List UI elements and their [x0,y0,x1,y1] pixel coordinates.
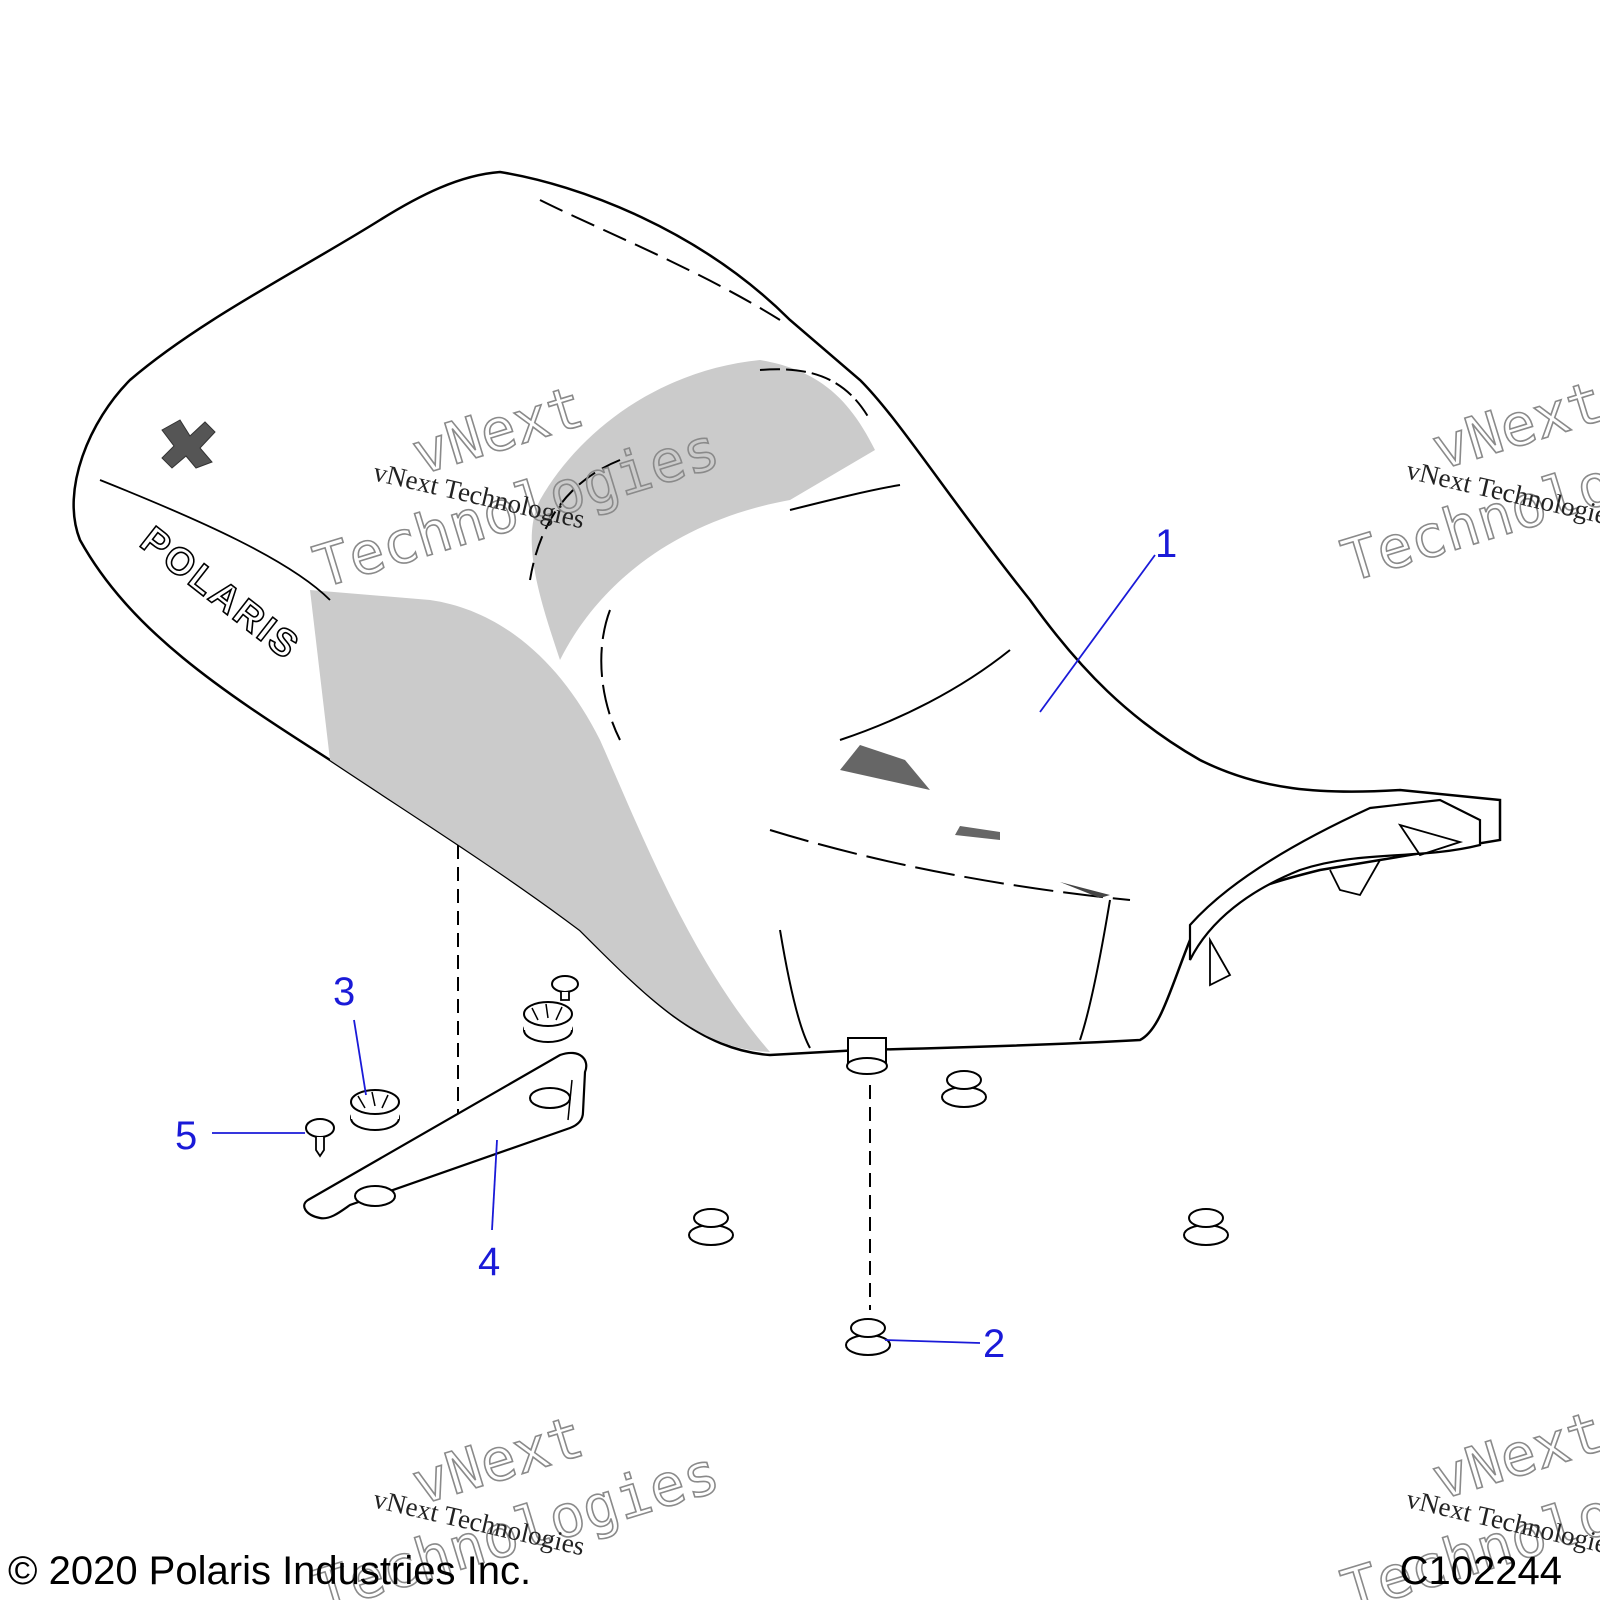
clip-nut [523,1001,573,1043]
seat-dark-patch [955,826,1000,840]
seat-contour [99,479,331,601]
seat-contour [539,199,781,321]
seat-contour [1079,899,1111,1041]
leader-line-1 [1039,554,1156,713]
seat-hollow-shade [531,360,875,660]
seat-contour [529,459,621,581]
callout-3: 3 [333,970,355,1014]
seat-outline [72,170,1502,1057]
seat: POLARIS [72,170,1502,1057]
seat-contour [779,929,811,1049]
grommet [1183,1208,1229,1246]
callout-2: 2 [983,1322,1005,1366]
seat-contour [600,609,621,741]
seat-tail-detail [1209,936,1232,987]
seat-tail-rail [1188,798,1482,961]
seat-contour [839,649,1011,741]
seat-contour [769,829,1131,901]
seat-tail-detail [1329,859,1381,897]
screw [551,975,579,1001]
copyright-text: © 2020 Polaris Industries Inc. [8,1549,532,1593]
callout-4: 4 [478,1240,500,1284]
clip-nut [350,1089,400,1131]
seat-post-grommet [846,1037,888,1075]
diagram-code: C102244 [1399,1549,1562,1593]
leader-line-4 [491,1139,498,1231]
screw [305,1118,335,1158]
seat-side-shade [310,590,770,1052]
grommet [845,1318,891,1356]
leader-line-2 [884,1339,981,1344]
seat-tail-detail [1397,823,1464,857]
callout-1: 1 [1155,522,1177,566]
seat-badge-mark [161,419,216,469]
grommet [941,1070,987,1108]
grommet [688,1208,734,1246]
seat-contour [759,368,871,421]
watermark: vNext Technologies vNext Technologies [1333,367,1600,597]
bracket [303,1051,588,1220]
callout-5: 5 [175,1114,197,1158]
leader-line-3 [353,1019,367,1096]
seat-dark-patch [1060,882,1110,898]
seat-contour [789,484,901,511]
seat-dark-patch [840,745,930,790]
